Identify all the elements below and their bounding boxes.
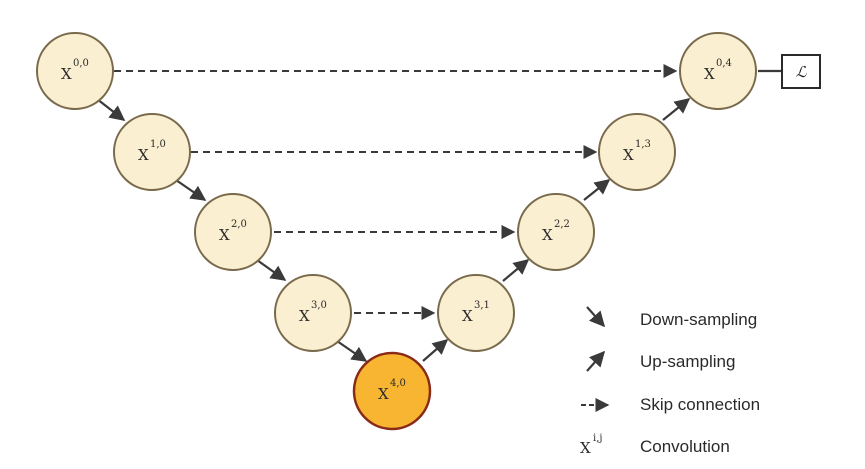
node-label: X <box>704 65 715 83</box>
node-circle <box>194 193 272 271</box>
node-index: 3,0 <box>311 300 327 311</box>
node-circle <box>517 193 595 271</box>
node-index: 2,2 <box>554 219 570 230</box>
down-sampling-edge <box>175 179 207 201</box>
node-circle <box>113 113 191 191</box>
legend-label-skip-connection: Skip connection <box>640 395 760 414</box>
legend-item-up-sampling: Up-sampling <box>586 350 735 372</box>
node-circle <box>598 113 676 191</box>
node-circle <box>36 32 114 110</box>
node-label: X <box>378 385 389 403</box>
legend: Down-sampling Up-sampling Skip connectio… <box>580 306 760 457</box>
skip-connections <box>114 64 678 320</box>
down-sampling-edge <box>336 340 368 362</box>
down-sampling-edge <box>256 259 287 281</box>
node-label: X <box>462 307 473 325</box>
convolution-symbol: X <box>580 439 591 457</box>
up-sampling-edge <box>422 338 449 362</box>
node-0-4: X 0,4 <box>679 32 757 110</box>
node-2-0: X 2,0 <box>194 193 272 271</box>
up-sampling-edge <box>662 98 691 121</box>
loss-box <box>781 54 821 89</box>
node-circle <box>274 274 352 352</box>
legend-label-up-sampling: Up-sampling <box>640 352 735 371</box>
node-circle-highlight <box>352 351 432 431</box>
node-4-0: X 4,0 <box>352 351 432 431</box>
node-2-2: X 2,2 <box>517 193 595 271</box>
node-0-0: X 0,0 <box>36 32 114 110</box>
legend-item-skip-connection: Skip connection <box>581 395 760 414</box>
legend-label-convolution: Convolution <box>640 437 730 456</box>
node-circle <box>679 32 757 110</box>
down-sampling-edge <box>96 98 126 121</box>
node-index: 4,0 <box>390 378 406 389</box>
node-label: X <box>542 226 553 244</box>
up-sampling-edges <box>422 98 691 362</box>
node-label: X <box>61 65 72 83</box>
legend-label-down-sampling: Down-sampling <box>640 310 757 329</box>
up-sampling-edge <box>583 179 611 201</box>
node-3-0: X 3,0 <box>274 274 352 352</box>
legend-item-convolution: X i,j Convolution <box>580 433 730 457</box>
node-label: X <box>299 307 310 325</box>
node-index: 2,0 <box>231 219 247 230</box>
node-index: 1,3 <box>635 139 651 150</box>
node-label: X <box>138 146 149 164</box>
node-circle <box>437 274 515 352</box>
node-label: X <box>623 146 634 164</box>
down-sampling-edges <box>96 98 368 362</box>
down-arrow-icon <box>586 306 606 328</box>
node-index: 1,0 <box>150 139 166 150</box>
node-1-3: X 1,3 <box>598 113 676 191</box>
up-arrow-icon <box>586 350 606 372</box>
legend-item-down-sampling: Down-sampling <box>586 306 757 329</box>
node-index: 0,0 <box>73 58 89 69</box>
node-index: 3,1 <box>474 300 490 311</box>
loss-label: ℒ <box>796 63 808 81</box>
convolution-symbol-index: i,j <box>593 433 602 444</box>
node-1-0: X 1,0 <box>113 113 191 191</box>
node-label: X <box>219 226 230 244</box>
node-3-1: X 3,1 <box>437 274 515 352</box>
up-sampling-edge <box>502 259 530 282</box>
node-index: 0,4 <box>716 58 732 69</box>
